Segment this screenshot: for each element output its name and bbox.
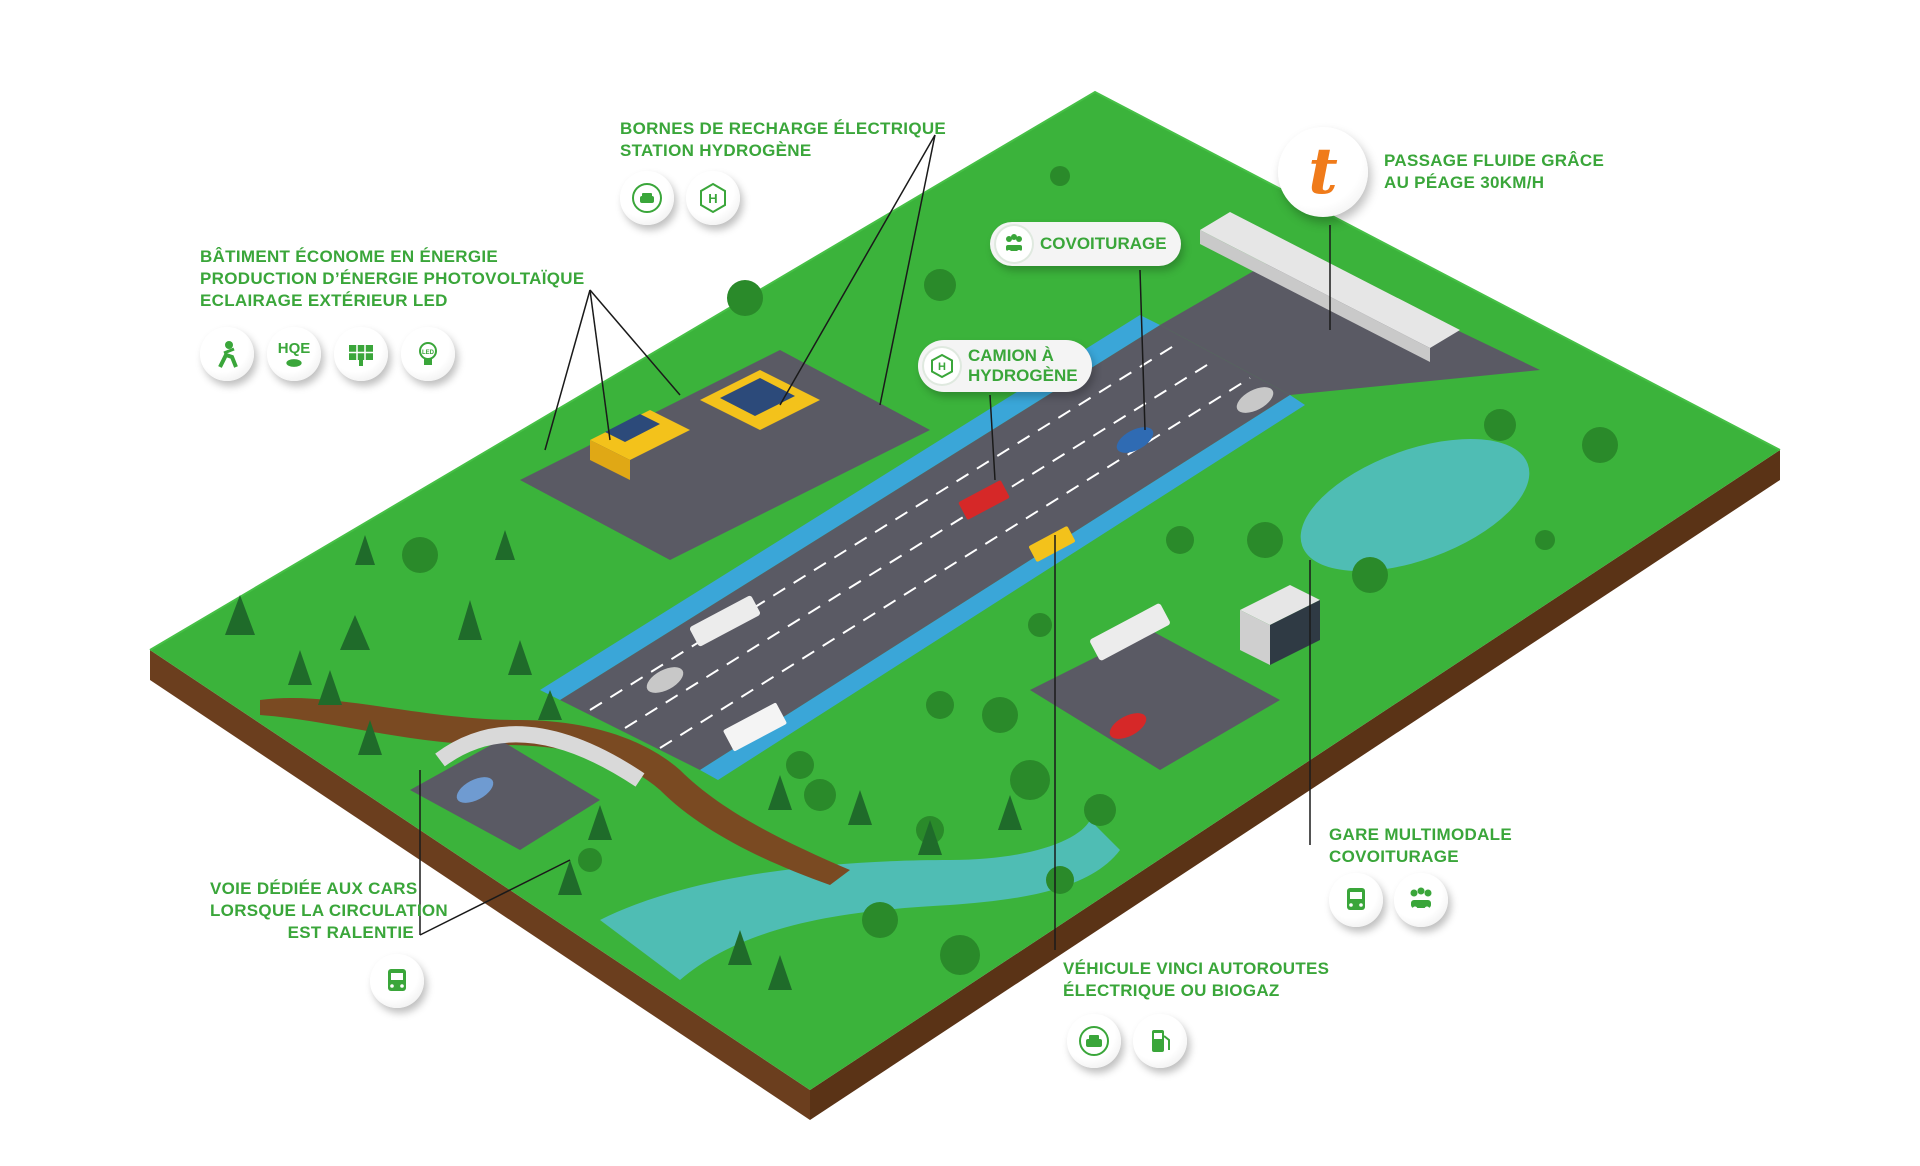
hydrogen-truck-line2: HYDROGÈNE	[968, 366, 1078, 385]
bus-lane-label-line1: VOIE DÉDIÉE AUX CARS	[210, 879, 418, 898]
building-label-line3: ECLAIRAGE EXTÉRIEUR LED	[200, 291, 448, 310]
ev-charging-icon	[620, 171, 674, 225]
wildlife-bridge	[435, 726, 645, 787]
conifer-trees	[225, 530, 1022, 990]
carpool-icon	[1394, 873, 1448, 927]
vinci-vehicle-label-line1: VÉHICULE VINCI AUTOROUTES	[1063, 959, 1330, 978]
yellow-vehicle	[1029, 526, 1075, 562]
led-text: LED	[422, 350, 435, 356]
blue-car	[456, 777, 494, 803]
ev-car-icon	[1067, 1014, 1121, 1068]
energy-building	[590, 410, 690, 460]
multimodal-parking	[1030, 630, 1280, 770]
lower-highway	[410, 740, 600, 850]
grey-car	[646, 667, 684, 693]
vinci-vehicle-label: VÉHICULE VINCI AUTOROUTES ÉLECTRIQUE OU …	[1063, 958, 1329, 1002]
lake	[1300, 439, 1530, 571]
hydrogen-icon: H	[686, 171, 740, 225]
soil-left-side	[150, 650, 810, 1120]
building-label-line1: BÂTIMENT ÉCONOME EN ÉNERGIE	[200, 247, 499, 266]
soil-right-side	[810, 450, 1780, 1120]
bus-lane-label: VOIE DÉDIÉE AUX CARS LORSQUE LA CIRCULAT…	[210, 878, 448, 944]
bus-lane-left	[540, 315, 1160, 700]
charging-label-line1: BORNES DE RECHARGE ÉLECTRIQUE	[620, 119, 947, 138]
blue-car	[1116, 427, 1154, 453]
bus-icon	[1329, 873, 1383, 927]
red-car	[1109, 713, 1147, 739]
charging-label: BORNES DE RECHARGE ÉLECTRIQUE STATION HY…	[620, 118, 946, 162]
bus-lane-right	[700, 395, 1305, 780]
bus-vehicle	[1090, 603, 1170, 661]
toll-label-line1: PASSAGE FLUIDE GRÂCE	[1384, 151, 1605, 170]
hqe-text: HQE	[277, 339, 311, 357]
toll-label: PASSAGE FLUIDE GRÂCE AU PÉAGE 30KM/H	[1384, 150, 1604, 194]
hydrogen-truck-line1: CAMION À	[968, 346, 1054, 365]
toll-road	[1160, 250, 1540, 395]
hydrogen-letter: H	[708, 191, 717, 206]
carpool-pill: COVOITURAGE	[990, 222, 1181, 266]
hydrogen-letter: H	[938, 361, 946, 373]
grey-car	[1236, 387, 1274, 413]
hydrogen-icon: H	[924, 348, 960, 384]
red-truck-vehicle	[958, 480, 1010, 520]
multimodal-label-line2: COVOITURAGE	[1329, 847, 1459, 866]
solar-panel-icon	[334, 327, 388, 381]
hqe-icon: HQE	[267, 327, 321, 381]
building-label: BÂTIMENT ÉCONOME EN ÉNERGIE PRODUCTION D…	[200, 246, 585, 312]
bus-lane-label-line3: EST RALENTIE	[287, 923, 414, 942]
multimodal-building	[1240, 585, 1320, 625]
led-bulb-icon: LED	[401, 327, 455, 381]
toll-label-line2: AU PÉAGE 30KM/H	[1384, 173, 1545, 192]
hydrogen-truck-pill: H CAMION À HYDROGÈNE	[918, 340, 1092, 392]
multimodal-label-line1: GARE MULTIMODALE	[1329, 825, 1512, 844]
service-parking	[520, 350, 930, 560]
toll-logo-icon: t	[1278, 127, 1368, 217]
eco-person-icon	[200, 327, 254, 381]
carpool-pill-text: COVOITURAGE	[1040, 234, 1167, 253]
bus-icon	[370, 954, 424, 1008]
trees	[402, 166, 1618, 975]
building-label-line2: PRODUCTION D’ÉNERGIE PHOTOVOLTAÏQUE	[200, 269, 585, 288]
river	[600, 820, 1120, 980]
truck-vehicle	[723, 703, 787, 751]
multimodal-label: GARE MULTIMODALE COVOITURAGE	[1329, 824, 1512, 868]
hydrogen-truck-text: CAMION À HYDROGÈNE	[968, 346, 1078, 386]
toll-logo-letter: t	[1308, 134, 1338, 209]
bus-vehicle	[689, 595, 761, 647]
vinci-vehicle-label-line2: ÉLECTRIQUE OU BIOGAZ	[1063, 981, 1280, 1000]
highway	[560, 325, 1290, 770]
leader-lines	[419, 134, 1331, 950]
carpool-icon	[996, 226, 1032, 262]
charging-label-line2: STATION HYDROGÈNE	[620, 141, 812, 160]
biogas-pump-icon	[1133, 1014, 1187, 1068]
bus-lane-label-line2: LORSQUE LA CIRCULATION	[210, 901, 448, 920]
